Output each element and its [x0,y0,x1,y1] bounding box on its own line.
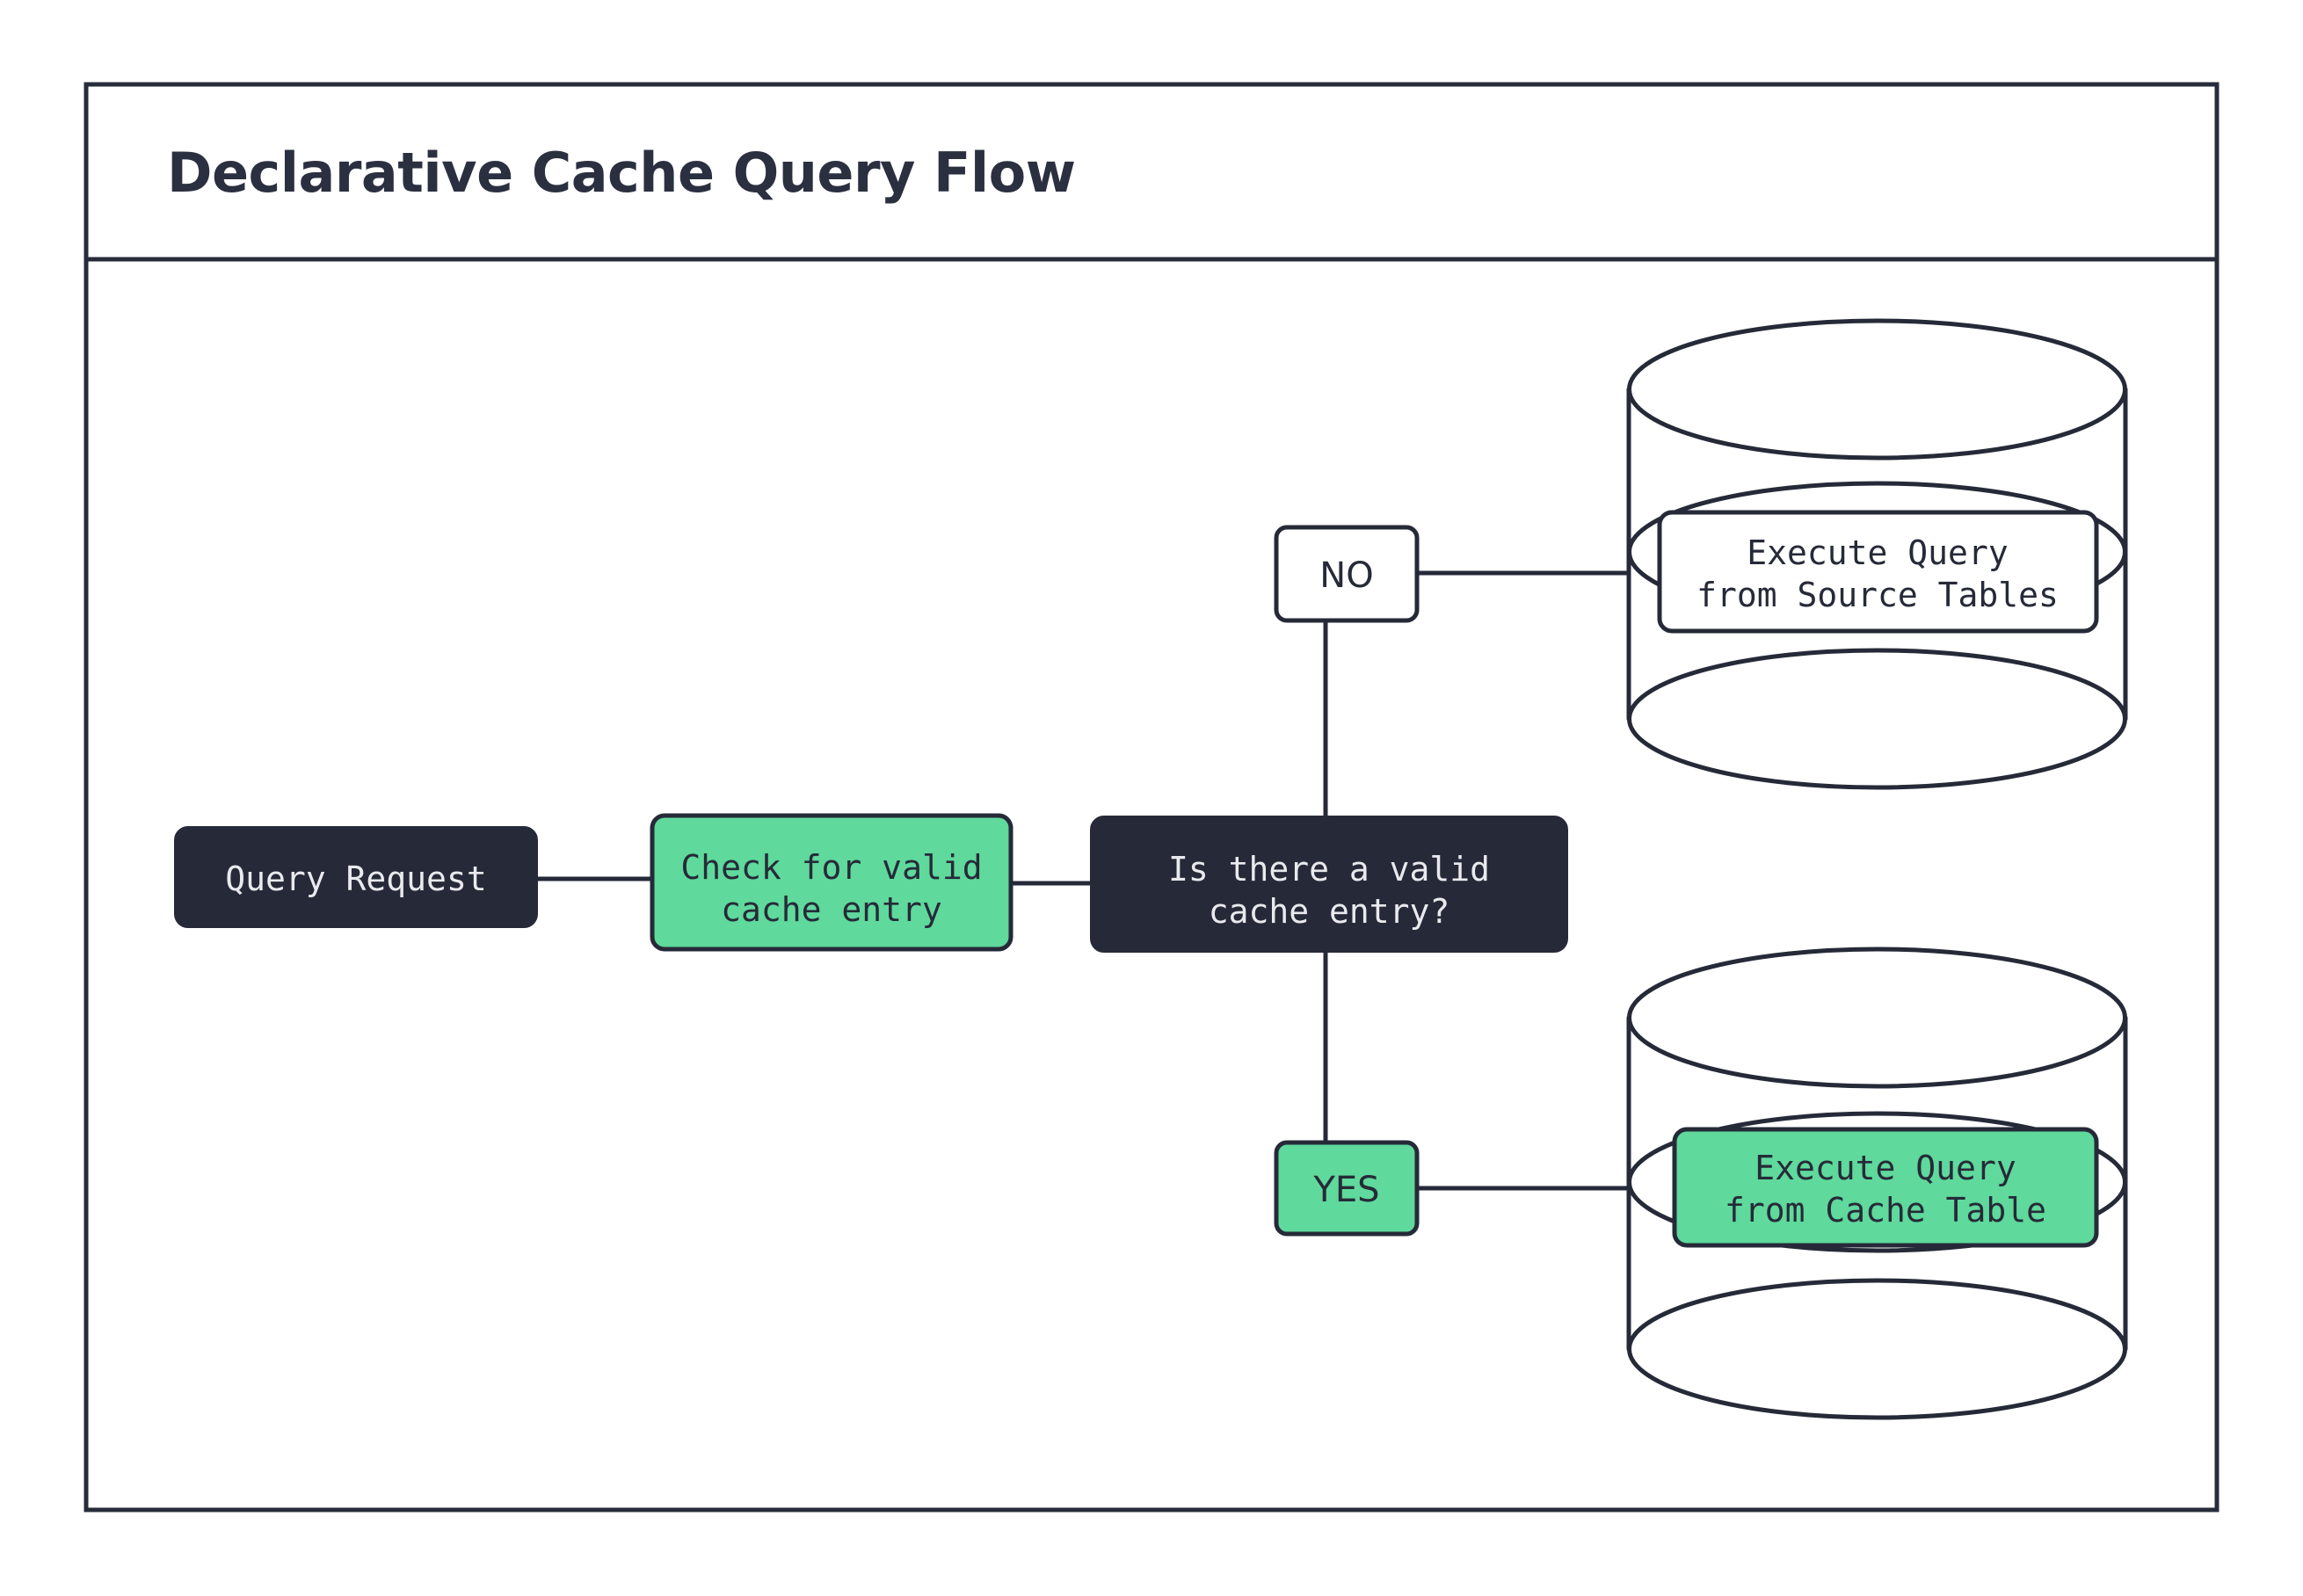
node-source-tables[interactable] [1657,510,2099,634]
node-cache-table-line1: Execute Query [1754,1149,2016,1187]
node-decision[interactable] [1090,816,1568,953]
node-cache-table-line2: from Cache Table [1725,1191,2046,1230]
node-branch-no-label: NO [1319,555,1373,596]
node-source-tables-line1: Execute Query [1747,533,2008,572]
node-check-cache-line1: Check for valid [680,848,982,887]
node-branch-no[interactable] [1274,525,1420,623]
node-check-cache[interactable] [650,813,1013,952]
node-query-request[interactable] [174,826,538,928]
node-check-cache-line2: cache entry [721,890,942,929]
node-branch-yes-label: YES [1312,1170,1379,1210]
node-branch-yes[interactable] [1274,1140,1420,1237]
node-source-tables-line2: from Source Tables [1696,576,2059,614]
node-query-request-label: Query Request [225,860,486,898]
node-cache-table[interactable] [1672,1127,2099,1248]
page-title: Declarative Cache Query Flow [167,141,1076,205]
node-decision-line1: Is there a valid [1168,850,1490,889]
node-decision-line2: cache entry? [1209,892,1450,931]
